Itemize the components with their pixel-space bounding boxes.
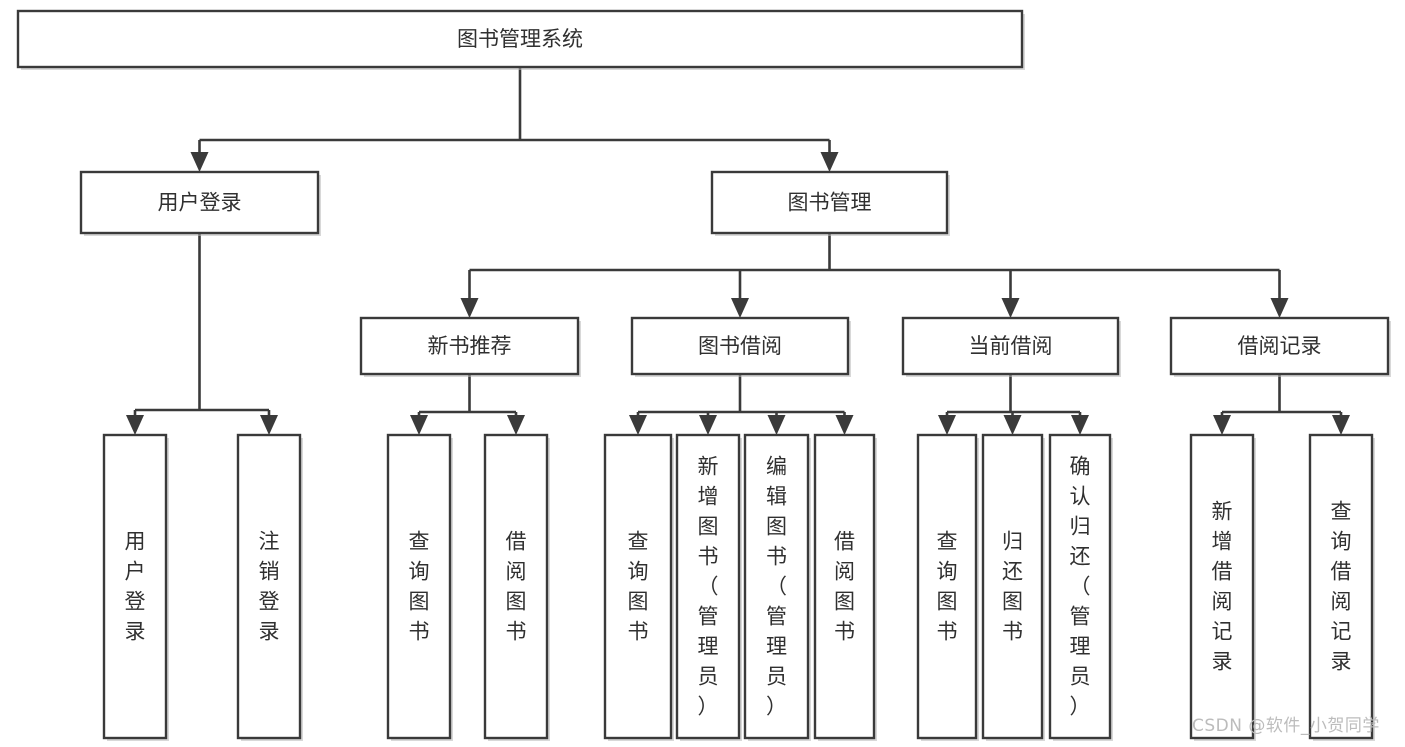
arrow-head-icon <box>1332 415 1350 435</box>
node-label: 查询图书 <box>409 530 430 644</box>
arrow-head-icon <box>767 415 786 435</box>
node-label: 用户登录 <box>158 191 242 215</box>
arrow-head-icon <box>699 415 717 435</box>
node-user-login[interactable]: 用户登录 <box>79 170 321 236</box>
node-leaf-query-record[interactable]: 查询借阅记录 <box>1308 433 1375 741</box>
node-leaf-add-book[interactable]: 新增图书（管理员） <box>675 433 742 741</box>
arrow-head-icon <box>260 415 278 435</box>
node-label: 新书推荐 <box>428 334 512 358</box>
arrow-head-icon <box>1213 415 1231 435</box>
node-leaf-return-book[interactable]: 归还图书 <box>981 433 1045 741</box>
node-box[interactable] <box>1169 316 1390 376</box>
node-book-manage[interactable]: 图书管理 <box>710 170 950 236</box>
node-borrow-record[interactable]: 借阅记录 <box>1169 316 1391 377</box>
node-box[interactable] <box>603 433 673 740</box>
node-box[interactable] <box>236 433 302 740</box>
node-book-borrow[interactable]: 图书借阅 <box>630 316 851 377</box>
node-box[interactable] <box>630 316 850 376</box>
connector-layer <box>126 67 1350 435</box>
node-label: 查询图书 <box>937 530 958 644</box>
node-box[interactable] <box>79 170 320 235</box>
arrow-head-icon <box>835 415 854 435</box>
node-label: 用户登录 <box>125 530 146 644</box>
node-label: 当前借阅 <box>969 334 1053 358</box>
node-leaf-user-login[interactable]: 用户登录 <box>102 433 169 741</box>
node-label: 图书管理系统 <box>457 27 583 51</box>
arrow-head-icon <box>938 415 956 435</box>
arrow-head-icon <box>1001 298 1020 318</box>
arrow-head-icon <box>126 415 144 435</box>
node-label: 查询图书 <box>628 530 649 644</box>
node-label: 归还图书 <box>1002 530 1023 644</box>
node-box[interactable] <box>981 433 1044 740</box>
node-box[interactable] <box>16 9 1024 69</box>
arrow-head-icon <box>629 415 647 435</box>
node-box[interactable] <box>675 433 741 740</box>
arrow-head-icon <box>410 415 428 435</box>
arrow-head-icon <box>1003 415 1022 435</box>
node-box[interactable] <box>1308 433 1374 740</box>
csdn-watermark: CSDN @软件_小贺同学 <box>1192 716 1380 736</box>
node-leaf-add-record[interactable]: 新增借阅记录 <box>1189 433 1256 741</box>
node-label: 编辑图书（管理员） <box>766 455 787 719</box>
node-box[interactable] <box>483 433 549 740</box>
arrow-head-icon <box>507 415 525 435</box>
node-layer: 图书管理系统用户登录图书管理新书推荐图书借阅当前借阅借阅记录用户登录注销登录查询… <box>16 9 1391 741</box>
node-leaf-borrow-book-1[interactable]: 借阅图书 <box>483 433 550 741</box>
arrow-head-icon <box>1071 415 1089 435</box>
node-box[interactable] <box>386 433 452 740</box>
node-label: 借阅图书 <box>506 530 527 644</box>
arrow-head-icon <box>190 152 209 172</box>
node-new-book-rec[interactable]: 新书推荐 <box>359 316 581 377</box>
node-box[interactable] <box>102 433 168 740</box>
node-label: 确认归还（管理员） <box>1070 455 1091 719</box>
node-label: 图书借阅 <box>698 334 782 358</box>
node-leaf-query-book-1[interactable]: 查询图书 <box>386 433 453 741</box>
node-box[interactable] <box>1189 433 1255 740</box>
node-leaf-query-book-2[interactable]: 查询图书 <box>603 433 674 741</box>
node-root[interactable]: 图书管理系统 <box>16 9 1025 70</box>
arrow-head-icon <box>460 298 479 318</box>
node-label: 图书管理 <box>788 191 872 215</box>
node-box[interactable] <box>1048 433 1112 740</box>
node-label: 借阅图书 <box>834 530 855 644</box>
node-label: 查询借阅记录 <box>1331 500 1352 674</box>
node-leaf-edit-book[interactable]: 编辑图书（管理员） <box>743 433 811 741</box>
node-label: 借阅记录 <box>1238 334 1322 358</box>
node-label: 注销登录 <box>259 530 280 644</box>
node-box[interactable] <box>743 433 810 740</box>
node-leaf-query-book-3[interactable]: 查询图书 <box>916 433 979 741</box>
node-label: 新增借阅记录 <box>1212 500 1233 674</box>
arrow-head-icon <box>1270 298 1289 318</box>
node-leaf-logout[interactable]: 注销登录 <box>236 433 303 741</box>
node-box[interactable] <box>916 433 978 740</box>
node-current-borrow[interactable]: 当前借阅 <box>901 316 1121 377</box>
node-leaf-confirm-return[interactable]: 确认归还（管理员） <box>1048 433 1113 741</box>
arrow-head-icon <box>820 152 839 172</box>
node-label: 新增图书（管理员） <box>698 455 719 719</box>
node-box[interactable] <box>359 316 580 376</box>
node-leaf-borrow-book-2[interactable]: 借阅图书 <box>813 433 877 741</box>
node-box[interactable] <box>901 316 1120 376</box>
arrow-head-icon <box>731 298 749 318</box>
node-box[interactable] <box>813 433 876 740</box>
node-box[interactable] <box>710 170 949 235</box>
